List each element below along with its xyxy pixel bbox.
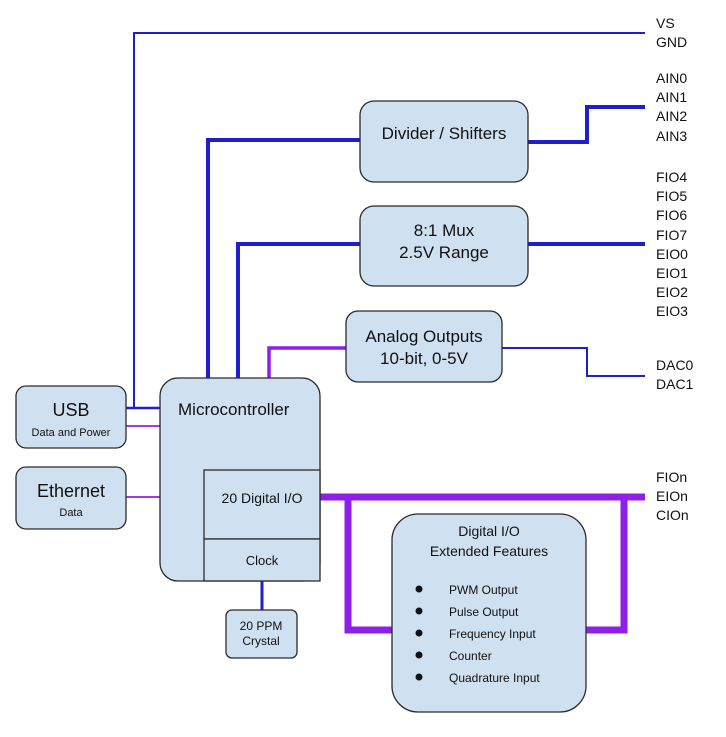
bullet-icon: [415, 607, 423, 615]
usb-title: USB: [52, 400, 89, 420]
mux-label-line2: 2.5V Range: [399, 243, 489, 262]
cion-label: CIOn: [656, 507, 689, 524]
feature-item: Quadrature Input: [449, 671, 540, 685]
ext-left-bus: [344, 497, 392, 634]
feature-list: PWM Output Pulse Output Frequency Input …: [415, 583, 540, 685]
purple-wires: [125, 346, 645, 634]
eion-label: EIOn: [656, 488, 688, 505]
divider-shifters-box: [359, 100, 529, 183]
fio-label: FIO4: [656, 169, 688, 185]
fion-label: FIOn: [656, 469, 688, 485]
ain-label: AIN0: [656, 70, 688, 86]
crystal-label-line2: Crystal: [242, 634, 279, 648]
feature-item: Pulse Output: [449, 605, 519, 619]
extended-features-box: [391, 513, 587, 713]
clock-box: [203, 538, 321, 582]
mux-box: [359, 205, 529, 287]
ethernet-box: [15, 466, 127, 530]
feature-item: Frequency Input: [449, 627, 536, 641]
feature-item: Counter: [449, 649, 492, 663]
analog-outputs-box: [345, 310, 503, 383]
flex-io-labels: FIO4 FIO5 FIO6 FIO7 EIO0 EIO1 EIO2 EIO3: [656, 168, 688, 322]
gnd-label: GND: [656, 34, 688, 51]
power-labels: VS GND: [656, 14, 687, 52]
digital-io-box: [203, 469, 321, 540]
ain-label: AIN1: [656, 89, 688, 106]
ain-bus: [528, 105, 645, 144]
vs-gnd-wire: [133, 32, 645, 408]
usb-box: [15, 385, 127, 449]
eio-label: EIO1: [656, 265, 688, 282]
eio-label: EIO0: [656, 245, 688, 262]
divider-bus: [206, 138, 360, 378]
bullet-icon: [415, 673, 423, 681]
mux-bus: [236, 242, 360, 378]
ethernet-subtitle: Data: [59, 507, 83, 519]
analog-outputs-label-line2: 10-bit, 0-5V: [380, 349, 469, 368]
fio-label: FIO7: [656, 226, 688, 243]
ain-label: AIN3: [656, 127, 688, 144]
bullet-icon: [415, 585, 423, 593]
digital-io-label: 20 Digital I/O: [222, 490, 303, 506]
fio-label: FIO5: [656, 188, 688, 205]
ext-right-bus: [586, 497, 628, 634]
bullet-icon: [415, 629, 423, 637]
dac-label: DAC0: [656, 357, 694, 373]
bullet-icon: [415, 651, 423, 659]
usb-subtitle: Data and Power: [32, 427, 111, 439]
eio-label: EIO3: [656, 303, 688, 320]
analog-out-bus: [267, 346, 346, 378]
crystal-box: [225, 609, 298, 659]
digital-output-labels: FIOn EIOn CIOn: [656, 468, 689, 526]
divider-shifters-label: Divider / Shifters: [382, 124, 507, 143]
analog-input-labels: AIN0 AIN1 AIN2 AIN3: [656, 69, 687, 146]
blue-wires: [125, 32, 645, 610]
mux-label-line1: 8:1 Mux: [414, 221, 475, 240]
ethernet-title: Ethernet: [37, 481, 105, 501]
extended-features-title-line2: Extended Features: [430, 543, 548, 559]
dac-wire: [502, 347, 645, 377]
clock-label: Clock: [246, 553, 279, 568]
analog-outputs-label-line1: Analog Outputs: [365, 327, 482, 346]
fio-label: FIO6: [656, 207, 688, 224]
dac-label: DAC1: [656, 376, 694, 393]
crystal-label-line1: 20 PPM: [240, 619, 283, 633]
feature-item: PWM Output: [449, 583, 518, 597]
eio-label: EIO2: [656, 284, 688, 301]
microcontroller-label: Microcontroller: [178, 400, 290, 419]
dac-labels: DAC0 DAC1: [656, 356, 693, 394]
ain-label: AIN2: [656, 108, 688, 125]
vs-label: VS: [656, 15, 675, 31]
extended-features-title-line1: Digital I/O: [458, 523, 520, 539]
